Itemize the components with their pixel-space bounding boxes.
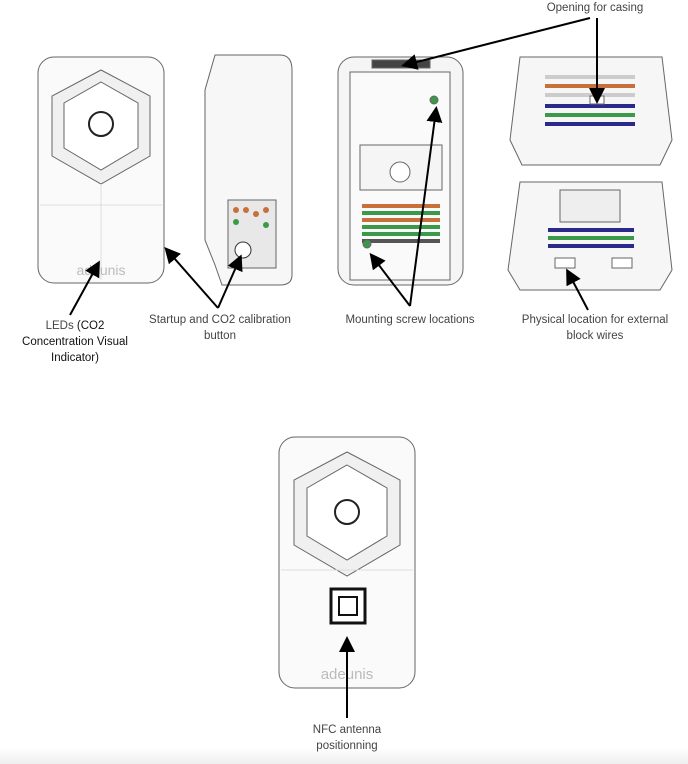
label-mounting-screws: Mounting screw locations <box>345 314 475 326</box>
footer-band <box>0 748 688 764</box>
bottom-view-device <box>507 181 673 291</box>
label-opening-for-casing: Opening for casing <box>546 2 644 14</box>
label-leds-description: (CO2 Concentration Visual Indicator) <box>22 320 128 364</box>
label-leds: LEDs (CO2 Concentration Visual Indicator… <box>20 318 130 366</box>
mounting-screw <box>429 95 439 105</box>
calibration-button <box>234 241 252 259</box>
label-startup-button: Startup and CO2 calibration button <box>149 314 291 342</box>
label-external-block-wires: Physical location for external block wir… <box>521 314 669 342</box>
back-view-device <box>337 56 464 286</box>
callout-arrows <box>69 17 605 718</box>
label-leds-prefix: LEDs <box>45 320 74 332</box>
nfc-antenna-icon <box>329 587 367 625</box>
label-nfc-antenna: NFC antenna positionning <box>312 724 382 752</box>
logo: adeunis <box>76 262 125 278</box>
nfc-view-device: adeunis <box>278 436 416 689</box>
side-view-device <box>204 54 293 286</box>
front-view-device: adeunis <box>37 56 165 284</box>
mounting-screw <box>362 239 372 249</box>
top-view-device <box>509 56 673 166</box>
